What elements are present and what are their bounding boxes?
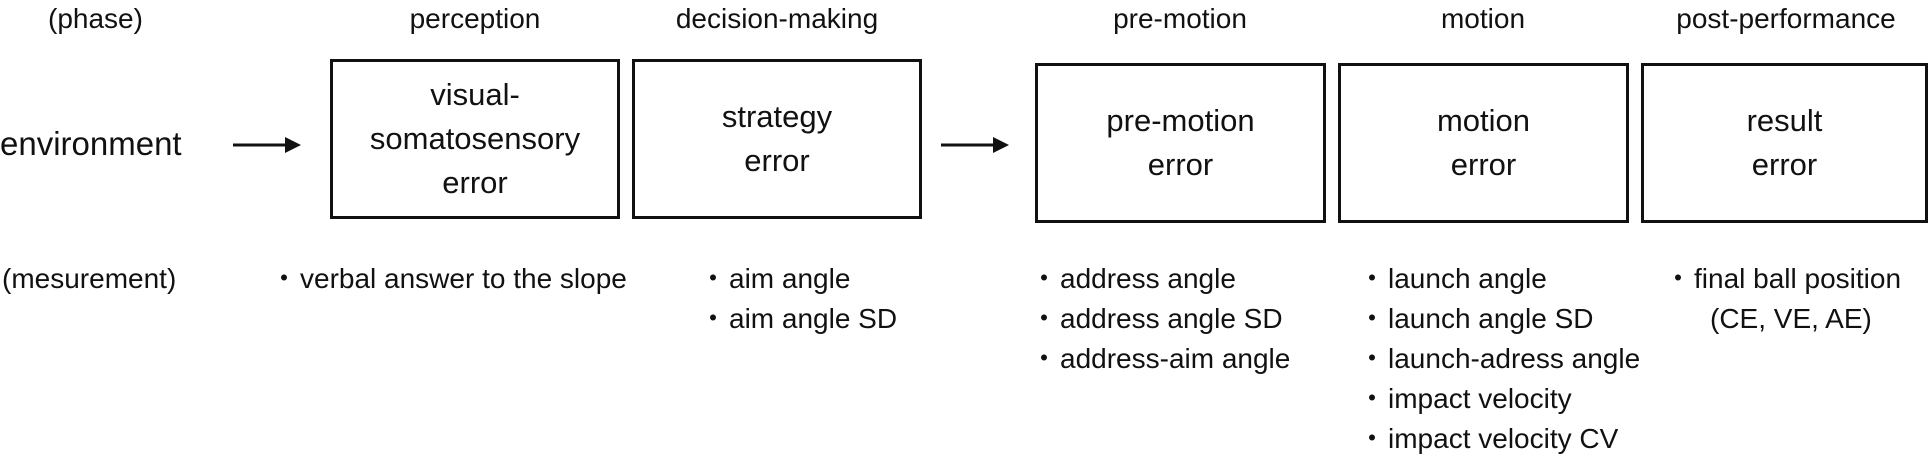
post-performance-measurements: final ball position (CE, VE, AE) [1664,259,1901,339]
phase-perception: perception [409,3,541,34]
pre-motion-error-box: pre-motion error [1035,63,1326,223]
environment-label: environment [0,125,182,162]
measurement-item: impact velocity [1358,379,1640,419]
measurement-item: verbal answer to the slope [270,259,627,299]
pre-motion-error-text: pre-motion error [1106,103,1255,182]
result-error-box: result error [1641,63,1928,223]
result-error-text: result error [1746,103,1823,182]
decision-making-measurements: aim angle aim angle SD [699,259,897,339]
phase-decision-making: decision-making [675,3,879,34]
measurement-item: final ball position [1664,259,1901,299]
strategy-error-text: strategy error [721,99,833,178]
measurement-row-label: (mesurement) [2,263,177,294]
measurement-item-continuation: (CE, VE, AE) [1710,303,1872,334]
measurement-item: launch angle SD [1358,299,1640,339]
visual-somatosensory-error-box: visual- somatosensory error [330,59,620,219]
phase-motion: motion [1440,3,1526,34]
environment-to-perception-arrow [233,130,301,160]
motion-measurements: launch angle launch angle SD launch-adre… [1358,259,1640,459]
measurement-item: address angle SD [1030,299,1290,339]
motion-error-box: motion error [1338,63,1629,223]
pre-motion-measurements: address angle address angle SD address-a… [1030,259,1290,379]
motion-error-text: motion error [1436,103,1531,182]
decision-to-premotion-arrow [941,130,1009,160]
measurement-item: impact velocity CV [1358,419,1640,459]
phase-post-performance: post-performance [1676,3,1896,34]
visual-somatosensory-error-text: visual- somatosensory error [369,77,581,200]
phase-row-label: (phase) [48,3,143,34]
measurement-item: aim angle SD [699,299,897,339]
measurement-item: aim angle [699,259,897,299]
measurement-item: launch-adress angle [1358,339,1640,379]
phase-pre-motion: pre-motion [1113,3,1247,34]
perception-measurements: verbal answer to the slope [270,259,627,299]
strategy-error-box: strategy error [632,59,922,219]
measurement-item: address-aim angle [1030,339,1290,379]
measurement-item: launch angle [1358,259,1640,299]
measurement-item: address angle [1030,259,1290,299]
